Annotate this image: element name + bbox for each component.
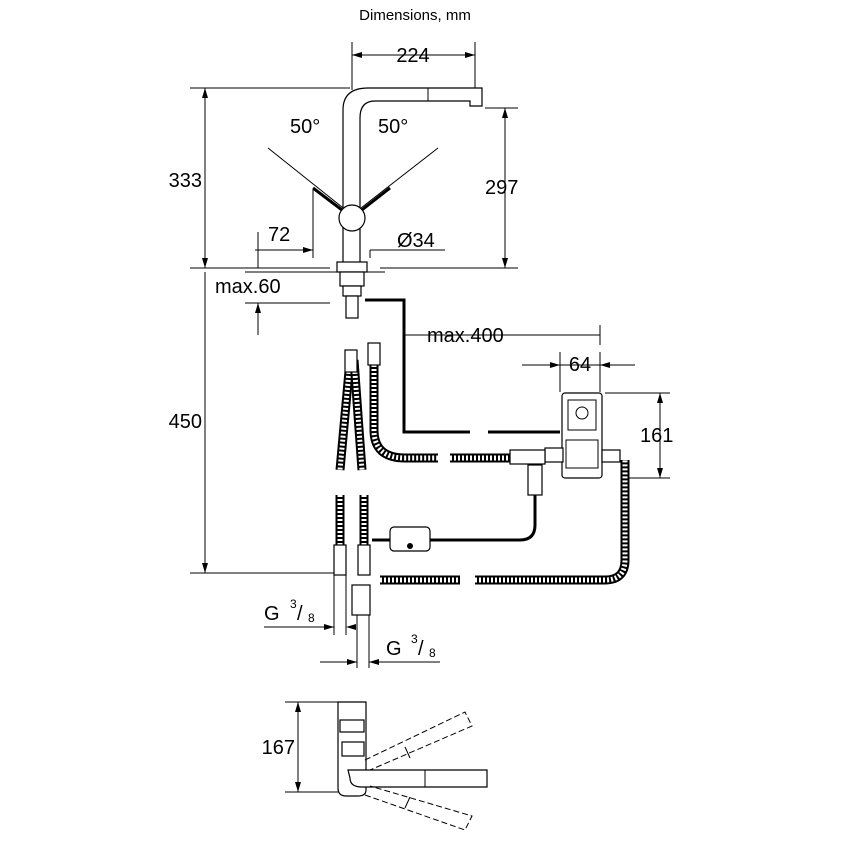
total-height-label: 333 — [169, 170, 202, 192]
base-diameter-label: Ø34 — [397, 230, 435, 252]
connection-right-dimension: G 3 / 8 — [320, 615, 440, 668]
box-height-label: 161 — [640, 425, 673, 447]
box-width-label: 64 — [569, 354, 591, 376]
base-diameter-dimension: Ø34 — [369, 230, 445, 258]
cable-dimension: max.400 — [365, 298, 601, 434]
sensor-module — [389, 526, 431, 552]
hose-length-dimension: 450 — [169, 272, 340, 574]
svg-text:/: / — [297, 603, 303, 625]
spout-reach-label: 224 — [396, 45, 429, 67]
total-height-dimension: 333 — [169, 87, 350, 269]
plan-depth-label: 167 — [262, 737, 295, 759]
hoses — [333, 342, 630, 616]
connection-left-dimension: G 3 / 8 — [264, 575, 356, 635]
angle-left-label: 50° — [290, 116, 320, 138]
spout-reach-dimension: 224 — [351, 42, 476, 90]
drawing-title: Dimensions, mm — [359, 7, 471, 24]
thread-num-right: 3 — [411, 632, 418, 646]
hose-length-label: 450 — [169, 411, 202, 433]
max-deck-dimension: max.60 — [215, 271, 330, 335]
thread-den-left: 8 — [308, 611, 315, 625]
thread-den-right: 8 — [429, 646, 436, 660]
control-box — [544, 392, 621, 479]
lever-offset-dimension: 72 — [255, 190, 314, 268]
spout-height-label: 297 — [485, 177, 518, 199]
connection-right-label: G — [386, 638, 402, 660]
box-width-dimension: 64 — [522, 352, 635, 392]
max-deck-label: max.60 — [215, 276, 281, 298]
max-cable-label: max.400 — [427, 325, 504, 347]
connection-left-label: G — [264, 603, 280, 625]
box-height-dimension: 161 — [605, 392, 673, 479]
faucet-body — [312, 87, 483, 319]
plan-view: 167 — [262, 701, 488, 831]
thread-num-left: 3 — [290, 597, 297, 611]
angle-right-label: 50° — [378, 116, 408, 138]
svg-text:/: / — [418, 638, 424, 660]
spout-height-dimension: 297 — [380, 107, 518, 269]
lever-offset-label: 72 — [268, 224, 290, 246]
